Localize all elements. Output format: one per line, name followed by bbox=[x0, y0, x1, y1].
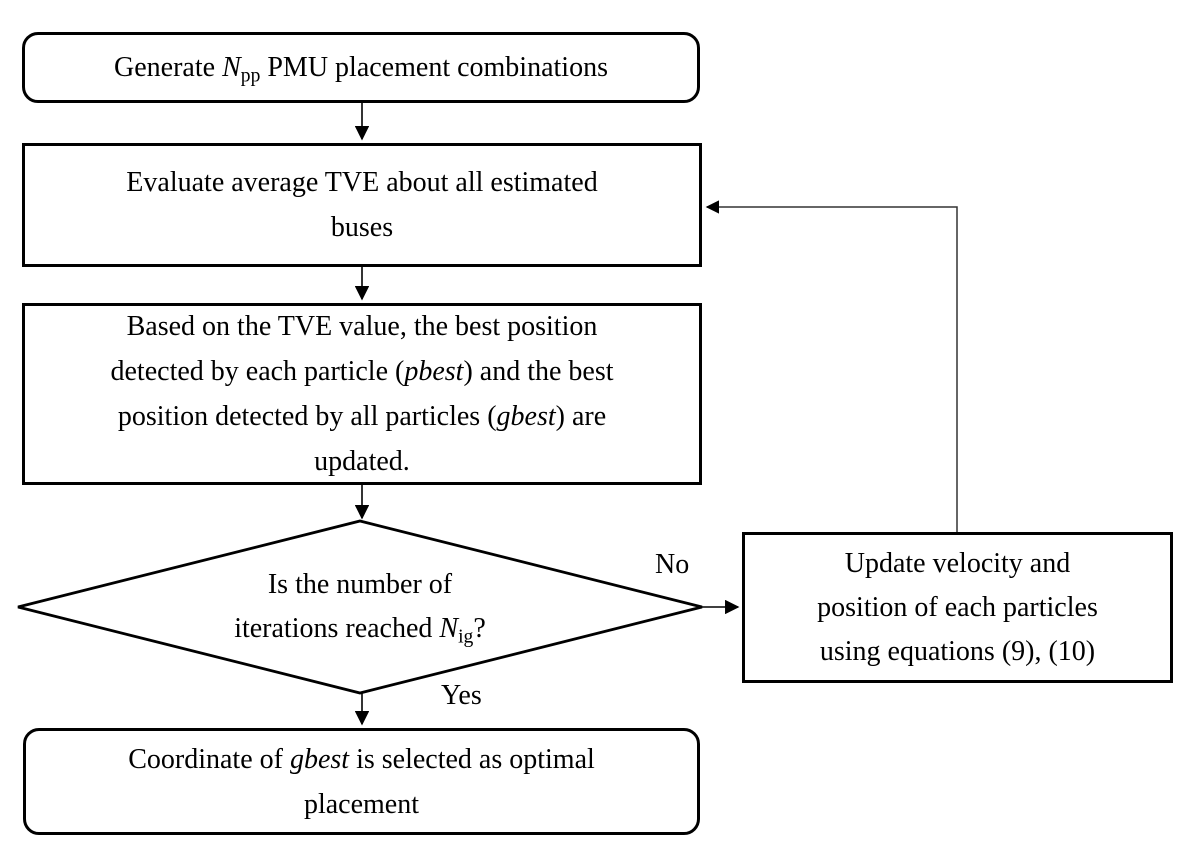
node-decision-iterations: Is the number of iterations reached Nig? bbox=[18, 521, 702, 693]
node-update-velocity-position: Update velocity and position of each par… bbox=[742, 532, 1173, 683]
edge-label-yes: Yes bbox=[441, 680, 482, 711]
node-updatevel-line2: position of each particles bbox=[817, 591, 1098, 623]
decision-diamond-shape bbox=[17, 519, 703, 695]
edge-label-no: No bbox=[655, 549, 690, 580]
node-optimal-placement: Coordinate of gbest is selected as optim… bbox=[23, 728, 700, 835]
decision-line1: Is the number of bbox=[267, 569, 453, 600]
node-updatebest-line1: Based on the TVE value, the best positio… bbox=[126, 311, 598, 342]
node-updatevel-line3: using equations (9), (10) bbox=[819, 635, 1096, 667]
node-evaluate-line1: Evaluate average TVE about all estimated bbox=[126, 167, 598, 198]
node-evaluate-tve: Evaluate average TVE about all estimated… bbox=[22, 143, 702, 267]
node-generate-text: Generate Npp PMU placement combinations bbox=[114, 52, 608, 87]
node-update-best-positions: Based on the TVE value, the best positio… bbox=[22, 303, 702, 485]
node-output-line1: Coordinate of gbest is selected as optim… bbox=[128, 743, 595, 775]
node-updatebest-line4: updated. bbox=[314, 446, 410, 477]
node-updatebest-line2: detected by each particle (pbest) and th… bbox=[110, 356, 614, 387]
node-generate-combinations: Generate Npp PMU placement combinations bbox=[22, 32, 700, 103]
arrow-feedback-loop bbox=[705, 200, 958, 532]
node-evaluate-line2: buses bbox=[330, 212, 394, 243]
node-output-line2: placement bbox=[303, 788, 420, 820]
decision-line2: iterations reached Nig? bbox=[234, 613, 486, 648]
node-updatebest-line3: position detected by all particles (gbes… bbox=[117, 401, 607, 432]
node-updatevel-line1: Update velocity and bbox=[844, 547, 1071, 579]
